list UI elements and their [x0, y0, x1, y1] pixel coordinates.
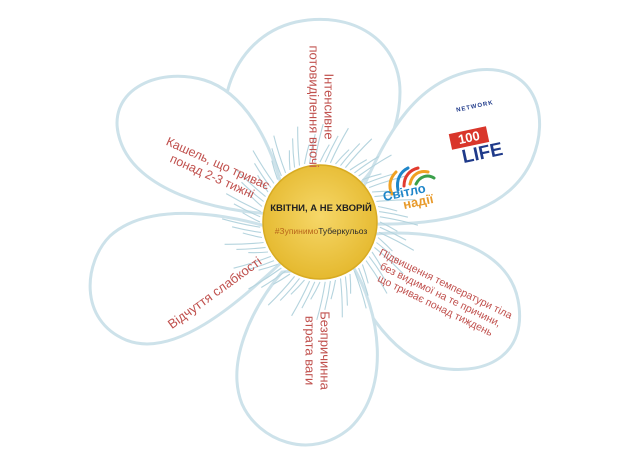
petal-lower-right — [346, 231, 521, 371]
petal-ray — [377, 205, 398, 212]
petal-ray — [371, 251, 383, 270]
symptom-night-sweats: Інтенсивне потовиділення вночі — [307, 45, 337, 168]
petal-ray — [290, 279, 305, 295]
petal-ray — [376, 199, 416, 203]
petal-ray — [252, 150, 275, 184]
petal-ray — [379, 221, 398, 232]
petal-ray — [292, 138, 296, 168]
petal-ray — [242, 232, 263, 239]
petal-ray — [378, 231, 415, 251]
petal-ray — [297, 126, 301, 166]
petal-ray — [353, 270, 367, 309]
petal-ray — [288, 150, 291, 171]
petal-ray — [242, 212, 261, 223]
petal-ray — [324, 281, 331, 311]
petal-ray — [354, 156, 379, 174]
hashtag-part-1: #Зупинимо — [274, 226, 319, 236]
petal-ray — [236, 169, 266, 198]
hashtag-part-2: Туберкульоз — [318, 226, 368, 236]
petal-ray — [316, 281, 326, 321]
petal-ray — [233, 255, 272, 269]
petal-ray — [330, 279, 337, 300]
petal-ray — [379, 226, 407, 241]
petal-ray — [309, 133, 316, 163]
petal-ray — [379, 211, 409, 218]
petal-ray — [349, 273, 352, 294]
petal-ray — [374, 194, 404, 198]
petal-ray — [329, 127, 349, 164]
petal-ray — [247, 192, 263, 207]
campaign-hashtag: #ЗупинимоТуберкульоз — [262, 226, 380, 236]
petal-upper-left — [115, 74, 284, 216]
petal-ray — [301, 281, 316, 309]
petal-ray — [248, 267, 282, 290]
petal-ray — [335, 149, 350, 165]
petal-ray — [303, 144, 310, 165]
petal-ray — [319, 144, 330, 163]
petal-lower-left — [88, 211, 284, 346]
petal-ray — [377, 237, 393, 252]
petal-ray — [362, 173, 382, 181]
petal-ray — [271, 148, 282, 177]
petal-ray — [358, 154, 392, 177]
petal-ray — [310, 281, 321, 300]
campaign-title: КВІТНИ, А НЕ ХВОРІЙ — [270, 203, 372, 214]
petal-ray — [379, 216, 419, 226]
petal-ray — [224, 241, 264, 245]
petal-ray — [225, 193, 262, 213]
petal-ray — [314, 123, 324, 163]
petal-ray — [241, 181, 264, 202]
petal-ray — [376, 242, 399, 263]
petal-ray — [231, 226, 261, 233]
petal-ray — [340, 143, 361, 166]
petal-rays — [221, 123, 419, 321]
petal-ray — [273, 135, 287, 174]
petal-ray — [221, 218, 261, 228]
petal-ray — [267, 276, 296, 306]
petal-ray — [344, 276, 348, 306]
petal-ray — [246, 260, 275, 271]
flower-center — [262, 164, 378, 280]
petal-ray — [261, 270, 286, 288]
petal-ray — [358, 267, 369, 296]
petal-ray — [365, 173, 394, 184]
petal-ray — [349, 159, 368, 171]
petal-ray — [361, 264, 369, 284]
petal-ray — [324, 135, 339, 163]
petal-ray — [248, 251, 269, 254]
petal-ray — [368, 256, 386, 281]
petal-ray — [291, 280, 311, 317]
petal-ray — [365, 260, 388, 294]
petal-ray — [279, 278, 300, 301]
petal-ray — [272, 273, 291, 285]
symptom-weight-loss: Безпричинна втрата ваги — [303, 311, 333, 390]
petal-ray — [258, 263, 278, 271]
petal-ray — [368, 175, 407, 189]
petal-ray — [344, 138, 373, 168]
petal-ray — [271, 160, 279, 180]
petal-ray — [339, 278, 343, 318]
petal-ray — [236, 246, 266, 250]
petal-ray — [233, 203, 261, 218]
petal-ray — [257, 174, 269, 193]
svitlo-nadii-logo — [388, 166, 436, 196]
petal-ray — [254, 163, 272, 188]
petal-ray — [374, 246, 404, 275]
